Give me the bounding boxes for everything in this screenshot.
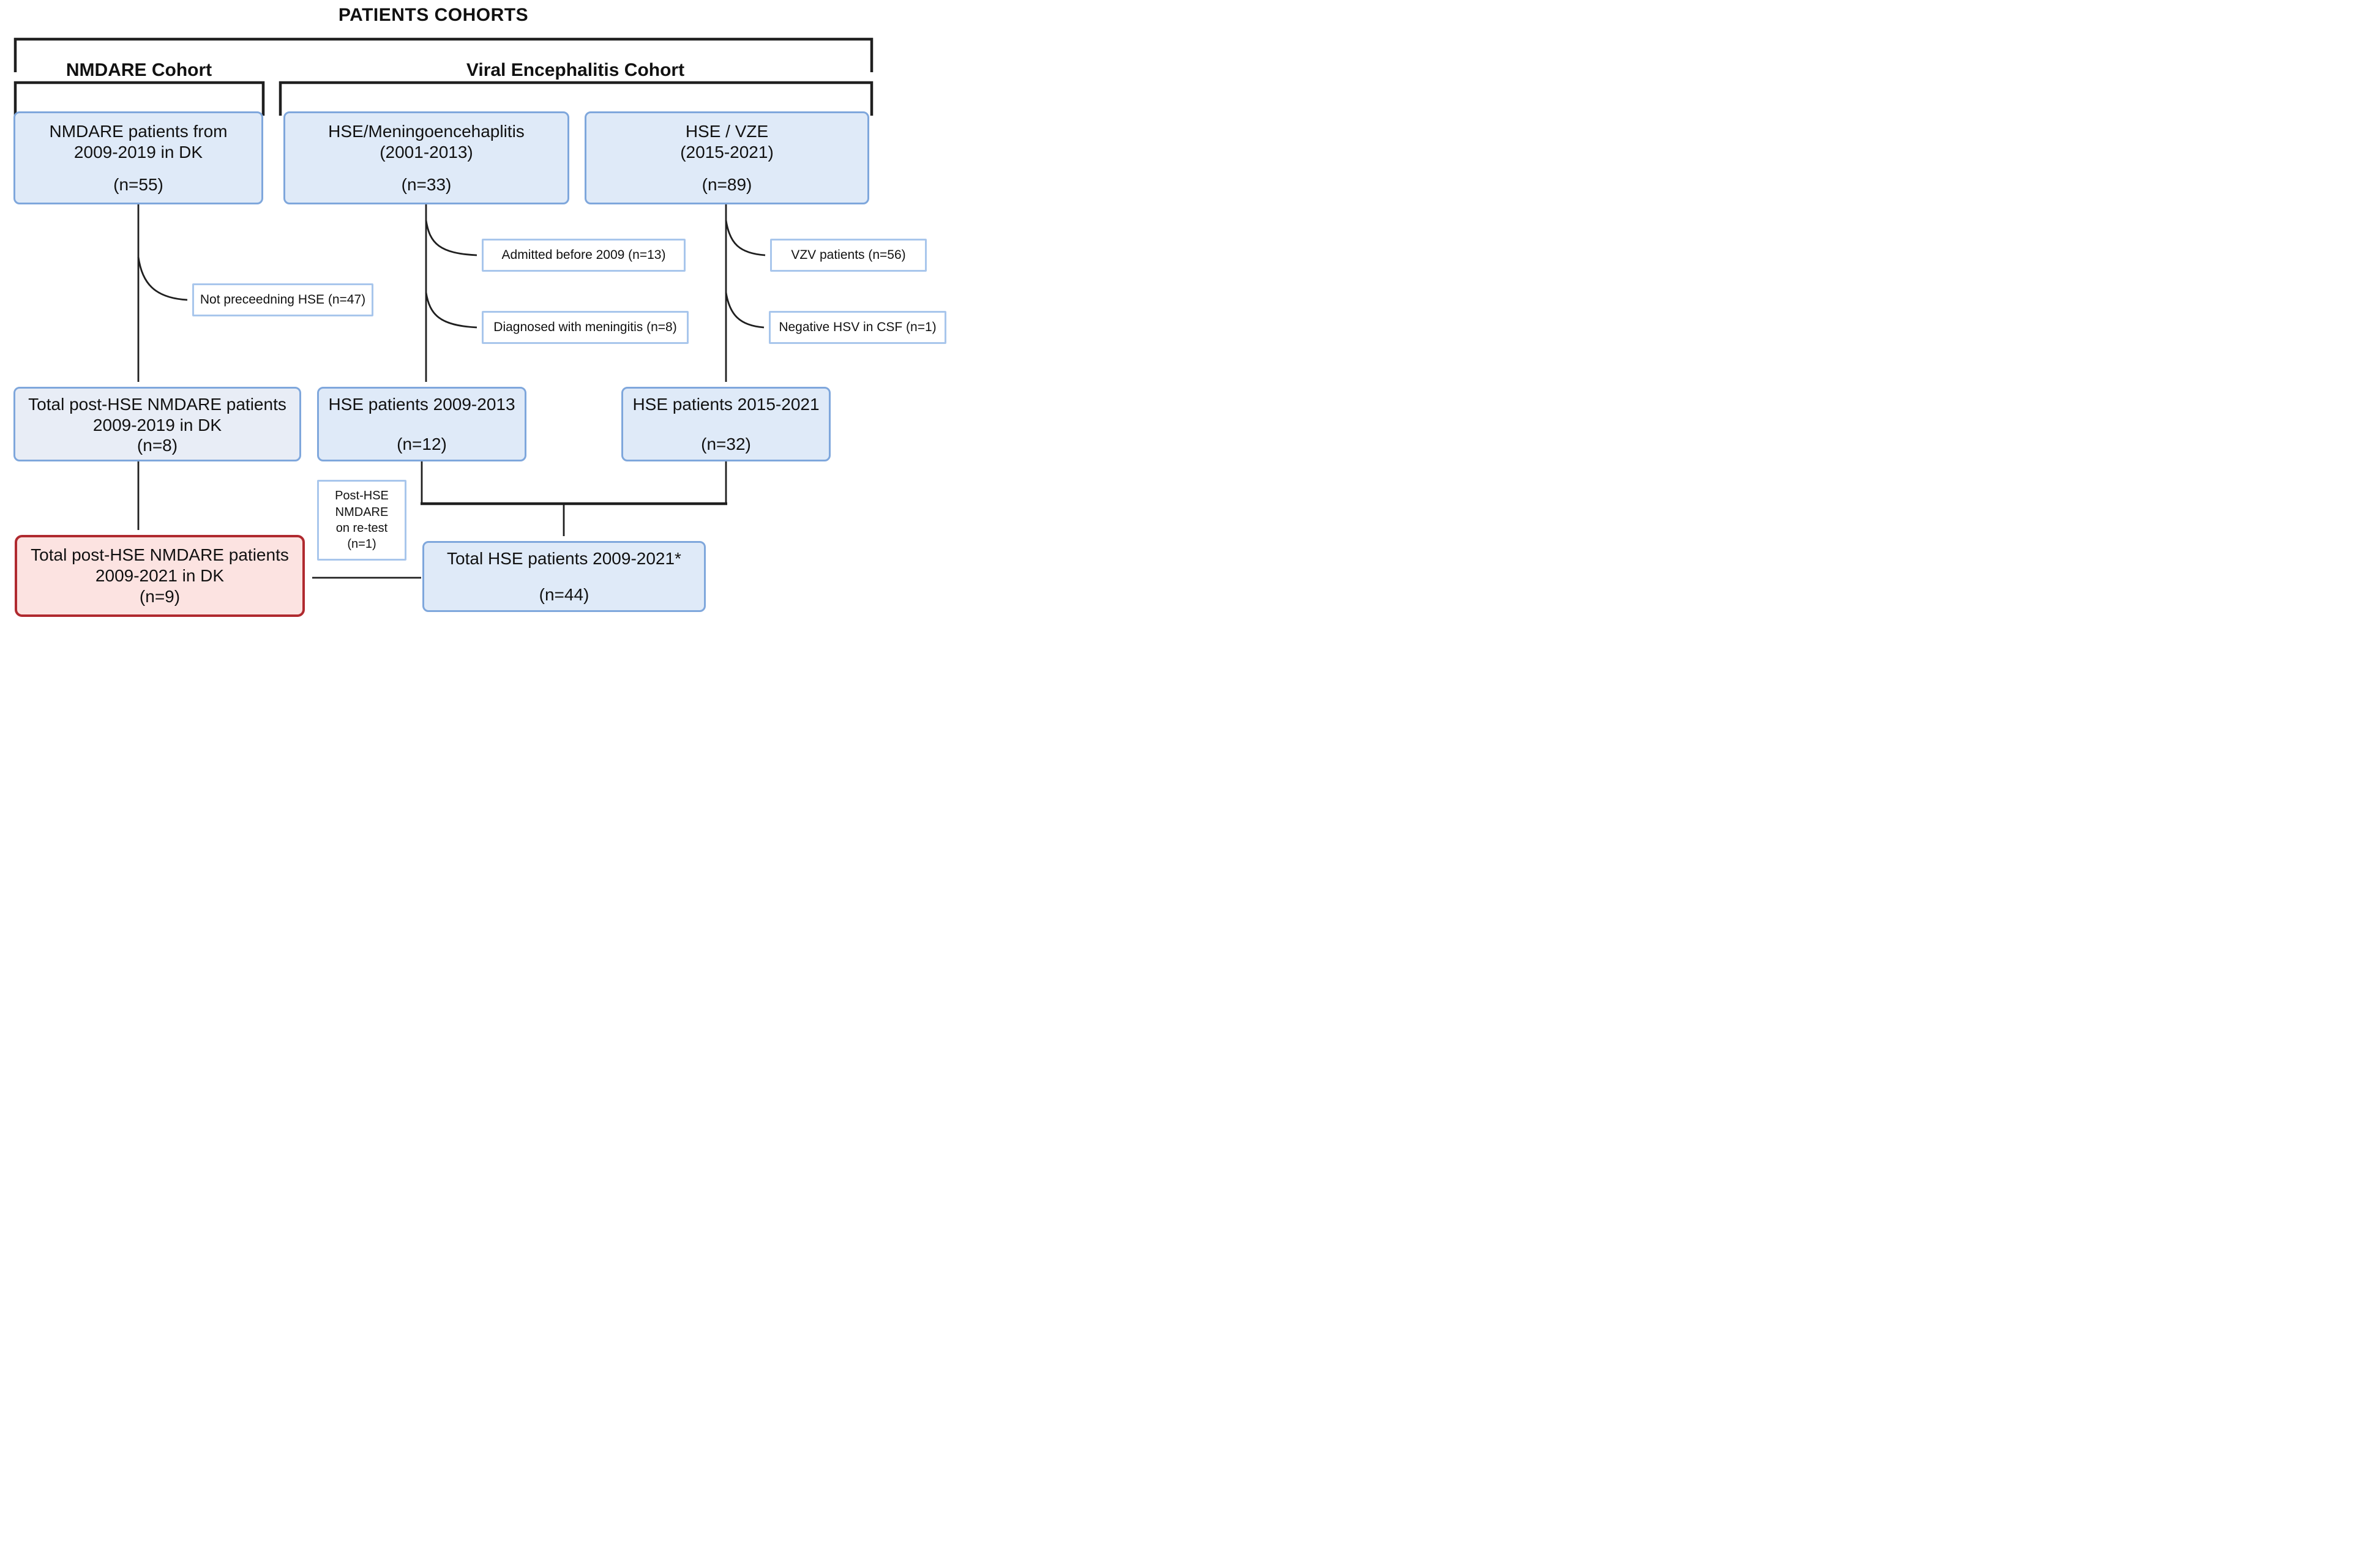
box-count: (n=12) xyxy=(397,435,447,454)
box-hse-meningoencephalitis: HSE/Meningoencehaplitis (2001-2013) (n=3… xyxy=(283,111,569,204)
arrow-to-negative-hsv xyxy=(725,292,765,329)
nmdare-cohort-bracket xyxy=(13,81,265,116)
box-nmdare-source: NMDARE patients from 2009-2019 in DK (n=… xyxy=(13,111,263,204)
box-label: NMDARE patients from 2009-2019 in DK xyxy=(49,122,228,162)
viral-cohort-bracket xyxy=(279,81,874,116)
box-diagnosed-meningitis: Diagnosed with meningitis (n=8) xyxy=(482,311,689,344)
box-post-hse-nmdare-retest: Post-HSE NMDARE on re-test (n=1) xyxy=(317,480,406,561)
exclusion-label: Negative HSV in CSF (n=1) xyxy=(779,319,937,334)
box-hse-vze: HSE / VZE (2015-2021) (n=89) xyxy=(585,111,869,204)
box-label: Total post-HSE NMDARE patients 2009-2019… xyxy=(28,395,286,435)
box-not-preceding-hse: Not preceedning HSE (n=47) xyxy=(192,283,373,316)
viral-cohort-header: Viral Encephalitis Cohort xyxy=(466,60,685,80)
box-count: (n=32) xyxy=(701,435,751,454)
exclusion-label: Admitted before 2009 (n=13) xyxy=(501,247,666,262)
arrow-to-not-preceding xyxy=(137,256,188,301)
nmdare-cohort-header: NMDARE Cohort xyxy=(65,60,212,80)
box-label: HSE patients 2009-2013 xyxy=(328,395,515,414)
box-vzv-patients: VZV patients (n=56) xyxy=(770,239,927,272)
box-count: (n=55) xyxy=(113,175,163,195)
box-total-hse-patients: Total HSE patients 2009-2021* (n=44) xyxy=(422,541,706,612)
box-count: (n=89) xyxy=(702,175,752,195)
box-hse-patients-2009-2013: HSE patients 2009-2013 (n=12) xyxy=(317,387,526,461)
box-label: Total HSE patients 2009-2021* xyxy=(447,549,681,568)
exclusion-label: VZV patients (n=56) xyxy=(791,247,906,262)
box-total-post-hse-2009-2021: Total post-HSE NMDARE patients 2009-2021… xyxy=(15,535,305,617)
box-count: (n=8) xyxy=(137,436,178,455)
box-label: HSE / VZE (2015-2021) xyxy=(680,122,774,162)
arrow-to-vzv-patients xyxy=(725,220,766,256)
exclusion-label: Not preceedning HSE (n=47) xyxy=(200,292,366,307)
box-admitted-before-2009: Admitted before 2009 (n=13) xyxy=(482,239,686,272)
flowchart-canvas: PATIENTS COHORTS NMDARE Cohort Viral Enc… xyxy=(0,0,952,619)
patients-cohorts-bracket xyxy=(13,37,874,72)
exclusion-label: Diagnosed with meningitis (n=8) xyxy=(493,319,677,334)
connector-layer xyxy=(13,37,874,579)
box-label: HSE patients 2015-2021 xyxy=(632,395,820,414)
box-count: (n=33) xyxy=(401,175,452,195)
box-label: HSE/Meningoencehaplitis (2001-2013) xyxy=(328,122,525,162)
box-hse-patients-2015-2021: HSE patients 2015-2021 (n=32) xyxy=(621,387,831,461)
page-title: PATIENTS COHORTS xyxy=(338,5,529,25)
box-negative-hsv-csf: Negative HSV in CSF (n=1) xyxy=(769,311,946,344)
arrow-to-diagnosed-meningitis xyxy=(425,292,477,329)
box-count: (n=44) xyxy=(539,585,589,605)
arrow-to-admitted-before-2009 xyxy=(425,220,477,256)
box-total-post-hse-2009-2019: Total post-HSE NMDARE patients 2009-2019… xyxy=(13,387,301,461)
